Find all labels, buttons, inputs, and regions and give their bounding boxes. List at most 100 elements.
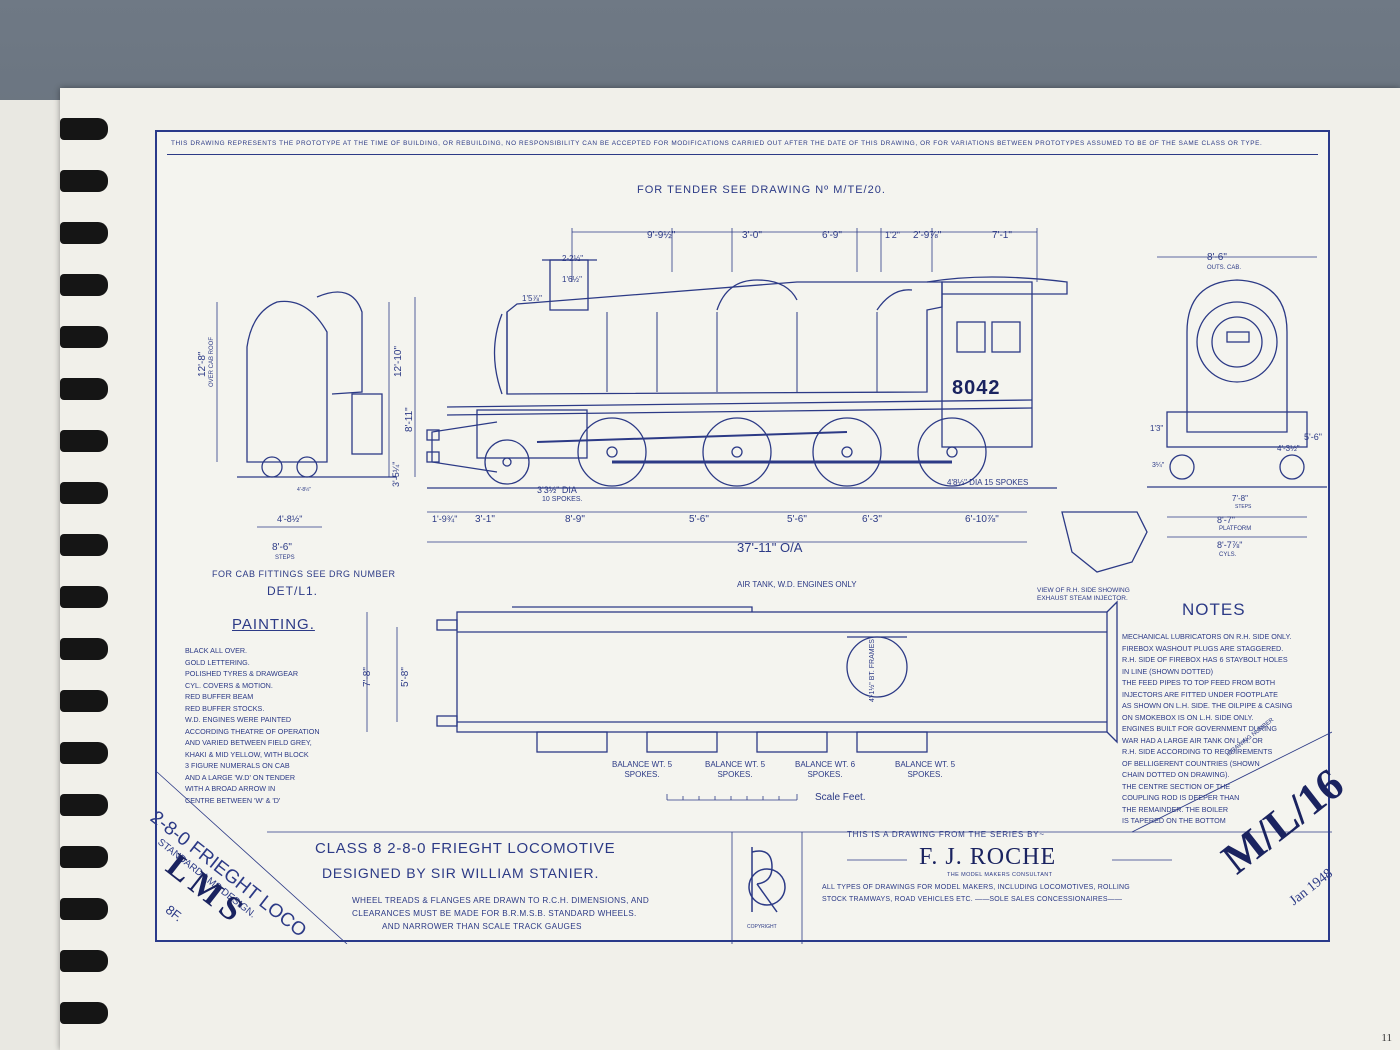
notes-line: THE FEED PIPES TO TOP FEED FROM BOTH bbox=[1122, 678, 1276, 687]
painting-title: PAINTING. bbox=[232, 616, 315, 633]
author-name: F. J. ROCHE bbox=[919, 844, 1057, 870]
notes-line: OF BELLIGERENT COUNTRIES (SHOWN bbox=[1122, 758, 1260, 768]
painting-line: AND VARIED BETWEEN FIELD GREY, bbox=[185, 738, 312, 747]
front-height-2: 4'-3½" bbox=[1277, 444, 1300, 453]
balance-weight-1: BALANCE WT. 5 SPOKES. bbox=[612, 760, 673, 779]
dim-bottom-2: 3'-1" bbox=[475, 514, 495, 525]
dim-bottom-7: 6'-10⅞" bbox=[965, 514, 999, 525]
balance-weight-2: BALANCE WT. 5 SPOKES. bbox=[705, 760, 766, 779]
notes-line: THE REMAINDER. THE BOILER bbox=[1122, 804, 1229, 814]
steps-label: STEPS bbox=[275, 555, 295, 561]
notes-line: IN LINE (SHOWN DOTTED) bbox=[1122, 666, 1214, 676]
dim-top-1: 9'-9½" bbox=[647, 230, 676, 241]
spiral-coil bbox=[60, 170, 108, 192]
notes-line: COUPLING ROD IS DEEPER THAN bbox=[1122, 793, 1240, 802]
spiral-coil bbox=[60, 742, 108, 764]
painting-line: ACCORDING THEATRE OF OPERATION bbox=[185, 726, 320, 736]
designer-line: DESIGNED BY SIR WILLIAM STANIER. bbox=[322, 865, 600, 881]
front-width: 8'-6" bbox=[1207, 252, 1227, 263]
dim-chimney-1: 2-2½" bbox=[562, 254, 584, 263]
cyls-width: 8'-7⅞" bbox=[1217, 540, 1243, 550]
outs-cab-label: OUTS. CAB. bbox=[1207, 265, 1242, 271]
dim-chimney-2: 1'6½" bbox=[562, 275, 582, 284]
steps-width: 8'-6" bbox=[272, 542, 292, 553]
page-number: 11 bbox=[1381, 1032, 1392, 1044]
painting-line: BLACK ALL OVER. bbox=[185, 646, 248, 655]
class-line: CLASS 8 2-8-0 FRIEGHT LOCOMOTIVE bbox=[315, 840, 616, 857]
over-cab-roof-label: OVER CAB ROOF bbox=[209, 336, 215, 387]
front-height-1: 1'3" bbox=[1150, 424, 1164, 433]
dim-height-3: 8'-11" bbox=[404, 407, 415, 432]
spiral-coil bbox=[60, 326, 108, 348]
notes-line: R.H. SIDE ACCORDING TO REQUIREMENTS bbox=[1122, 747, 1273, 756]
balance-weight-4: BALANCE WT. 5 SPOKES. bbox=[895, 760, 956, 779]
cyls-label: CYLS. bbox=[1219, 552, 1237, 558]
spiral-coil bbox=[60, 690, 108, 712]
dim-bottom-1: 1'-9¾" bbox=[432, 514, 458, 524]
buffer-label: STEPS bbox=[1235, 504, 1252, 510]
scale-label: Scale Feet. bbox=[815, 792, 866, 803]
painting-line: CENTRE BETWEEN 'W' & 'D' bbox=[185, 795, 281, 805]
locomotive-number: 8042 bbox=[952, 377, 1001, 399]
dim-height-1: 12'-8" bbox=[197, 351, 208, 377]
dim-height-4: 3'-5¼" bbox=[391, 461, 401, 487]
types-line-1: ALL TYPES OF DRAWINGS FOR MODEL MAKERS, … bbox=[822, 884, 1130, 891]
spiral-coil bbox=[60, 1002, 108, 1024]
cab-fittings-ref: DET/L1. bbox=[267, 584, 319, 598]
air-tank-note: AIR TANK, W.D. ENGINES ONLY bbox=[737, 580, 857, 589]
notes-line: CHAIN DOTTED ON DRAWING). bbox=[1122, 770, 1230, 779]
painting-line: GOLD LETTERING. bbox=[185, 657, 250, 667]
small-dim-label: 4'-8½" bbox=[297, 487, 312, 493]
notes-line: ENGINES BUILT FOR GOVERNMENT DURING bbox=[1122, 724, 1277, 733]
painting-line: W.D. ENGINES WERE PAINTED bbox=[185, 715, 292, 724]
locomotive-drawing bbox=[157, 228, 1332, 944]
spiral-coil bbox=[60, 378, 108, 400]
spiral-coil bbox=[60, 430, 108, 452]
painting-line: 3 FIGURE NUMERALS ON CAB bbox=[185, 761, 290, 770]
dim-top-4: 1'2" bbox=[885, 230, 900, 240]
leading-wheel-spokes: 10 SPOKES. bbox=[542, 496, 583, 503]
notes-line: MECHANICAL LUBRICATORS ON R.H. SIDE ONLY… bbox=[1122, 632, 1292, 641]
spiral-coil bbox=[60, 846, 108, 868]
spiral-coil bbox=[60, 274, 108, 296]
painting-line: WITH A BROAD ARROW IN bbox=[185, 784, 276, 793]
painting-line: CYL. COVERS & MOTION. bbox=[185, 680, 273, 690]
spiral-coil bbox=[60, 638, 108, 660]
dim-top-6: 7'-1" bbox=[992, 230, 1012, 241]
spiral-coil bbox=[60, 950, 108, 972]
overall-length: 37'-11" O/A bbox=[737, 540, 803, 555]
tender-reference: FOR TENDER SEE DRAWING Nº M/TE/20. bbox=[637, 184, 886, 196]
wheel-note-3: AND NARROWER THAN SCALE TRACK GAUGES bbox=[382, 922, 582, 931]
buffer-width: 7'-8" bbox=[1232, 494, 1248, 503]
injector-note: VIEW OF R.H. SIDE SHOWING EXHAUST STEAM … bbox=[1037, 587, 1130, 602]
spiral-coil bbox=[60, 794, 108, 816]
notes-title: NOTES bbox=[1182, 600, 1246, 619]
types-line-2: STOCK TRAMWAYS, ROAD VEHICLES ETC. ——SOL… bbox=[822, 896, 1123, 903]
notes-line: INJECTORS ARE FITTED UNDER FOOTPLATE bbox=[1122, 689, 1278, 699]
platform-label: PLATFORM bbox=[1219, 526, 1252, 532]
dim-bottom-5: 5'-6" bbox=[787, 514, 807, 525]
painting-line: AND A LARGE 'W.D' ON TENDER bbox=[185, 772, 296, 782]
spiral-coil bbox=[60, 586, 108, 608]
plan-width-1: 7'-8" bbox=[362, 667, 373, 687]
driving-wheel-dia: 4'8½" DIA 15 SPOKES bbox=[947, 478, 1029, 487]
frames-width: 4'-1½" BT. FRAMES bbox=[869, 639, 876, 702]
dim-bottom-6: 6'-3" bbox=[862, 514, 882, 525]
platform-width: 8'-7" bbox=[1217, 515, 1235, 525]
leading-wheel-dia: 3'3½" DIA bbox=[537, 485, 577, 495]
dim-top-2: 3'-0" bbox=[742, 230, 762, 241]
cab-width: 4'-8½" bbox=[277, 514, 303, 524]
notes-line: THE CENTRE SECTION OF THE bbox=[1122, 781, 1231, 791]
painting-line: POLISHED TYRES & DRAWGEAR bbox=[185, 669, 299, 678]
dim-top-5: 2'-9⅞" bbox=[913, 230, 942, 241]
dim-bottom-3: 8'-9" bbox=[565, 514, 585, 525]
spiral-coil bbox=[60, 118, 108, 140]
cab-fittings-note: FOR CAB FITTINGS SEE DRG NUMBER bbox=[212, 569, 396, 579]
painting-line: RED BUFFER BEAM bbox=[185, 692, 254, 701]
painting-line: RED BUFFER STOCKS. bbox=[185, 703, 265, 713]
spiral-coil bbox=[60, 482, 108, 504]
balance-weight-3: BALANCE WT. 6 SPOKES. bbox=[795, 760, 856, 779]
drawing-sheet: THIS DRAWING REPRESENTS THE PROTOTYPE AT… bbox=[146, 130, 1353, 944]
dim-height-2: 12'-10" bbox=[393, 345, 404, 377]
plan-width-2: 5'-8" bbox=[400, 667, 411, 687]
